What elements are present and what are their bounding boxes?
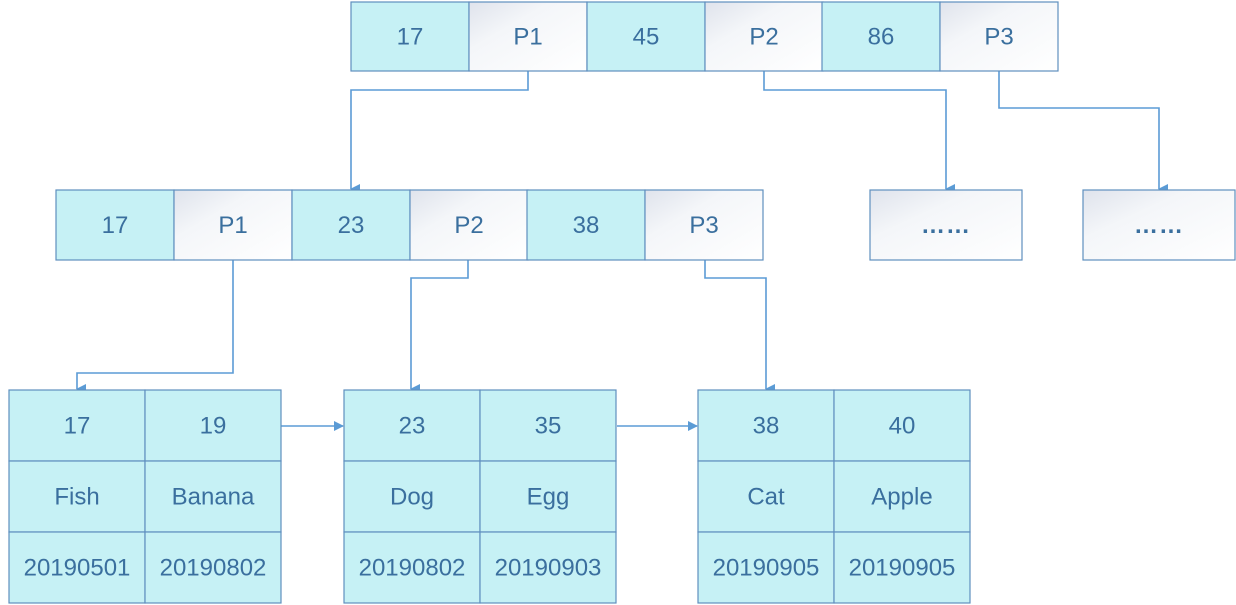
leaf-date-cell-label: 20190905	[713, 555, 820, 582]
root-key-cell-label: 86	[868, 24, 895, 51]
leaf-date-cell-label: 20190903	[495, 555, 602, 582]
leaf-name-cell-box	[479, 460, 617, 533]
internal-key-cell: 38	[526, 189, 646, 261]
leaf-name-cell-box	[8, 460, 146, 533]
leaf-date-cell-box	[697, 531, 835, 604]
leaf-date-cell-box	[8, 531, 146, 604]
leaf-key-cell: 38	[697, 389, 835, 462]
internal-pointer-cell: P2	[409, 189, 529, 261]
leaf-name-cell: Cat	[697, 460, 835, 533]
leaf-name-cell-label: Apple	[871, 484, 932, 511]
leaf-date-cell-label: 20190802	[160, 555, 267, 582]
leaf-key-cell: 35	[479, 389, 617, 462]
placeholder-node-box	[1082, 189, 1236, 261]
arrow-internal-p1-to-leaf	[76, 260, 234, 394]
root-pointer-cell-box	[468, 1, 588, 72]
internal-key-cell: 17	[55, 189, 175, 261]
root-key-cell-label: 17	[397, 24, 424, 51]
leaf-key-cell-label: 40	[889, 413, 916, 440]
leaf-date-cell-box	[479, 531, 617, 604]
arrow-root-p3-to-placeholder	[998, 71, 1168, 194]
root-pointer-cell-box	[939, 1, 1059, 72]
leaf-date-cell: 20190501	[8, 531, 146, 604]
leaf-key-cell: 19	[144, 389, 282, 462]
leaf-key-cell-label: 17	[64, 413, 91, 440]
internal-key-cell-box	[291, 189, 411, 261]
leaf-key-cell: 17	[8, 389, 146, 462]
leaf-name-cell: Egg	[479, 460, 617, 533]
placeholder-node: ……	[869, 189, 1023, 261]
internal-pointer-cell-label: P3	[689, 212, 718, 239]
internal-key-cell-label: 17	[102, 212, 129, 239]
internal-key-cell-label: 23	[338, 212, 365, 239]
leaf-date-cell-label: 20190501	[24, 555, 131, 582]
leaf-date-cell: 20190802	[343, 531, 481, 604]
leaf-date-cell-box	[343, 531, 481, 604]
leaf-key-cell-box	[343, 389, 481, 462]
leaf-key-cell: 40	[833, 389, 971, 462]
internal-key-cell-box	[55, 189, 175, 261]
leaf-key-cell-label: 35	[535, 413, 562, 440]
placeholder-node-label: ……	[921, 212, 971, 239]
internal-key-cell-label: 38	[573, 212, 600, 239]
placeholder-node-box	[869, 189, 1023, 261]
placeholder-node-label: ……	[1134, 212, 1184, 239]
root-key-cell: 45	[586, 1, 706, 72]
leaf-key-cell: 23	[343, 389, 481, 462]
leaf-date-cell: 20190802	[144, 531, 282, 604]
root-key-cell: 17	[350, 1, 470, 72]
root-key-cell-box	[350, 1, 470, 72]
internal-pointer-cell-label: P2	[454, 212, 483, 239]
leaf-key-cell-label: 19	[200, 413, 227, 440]
leaf-name-cell: Banana	[144, 460, 282, 533]
arrow-root-p1-to-internal	[350, 71, 529, 194]
leaf-date-cell-box	[833, 531, 971, 604]
leaf-name-cell: Dog	[343, 460, 481, 533]
root-key-cell: 86	[821, 1, 941, 72]
internal-key-cell-box	[526, 189, 646, 261]
internal-key-cell: 23	[291, 189, 411, 261]
leaf-key-cell-box	[697, 389, 835, 462]
leaf-name-cell-label: Egg	[527, 484, 570, 511]
connectors	[76, 71, 1168, 431]
internal-pointer-cell-label: P1	[218, 212, 247, 239]
leaf-date-cell: 20190905	[833, 531, 971, 604]
leaf-name-cell: Apple	[833, 460, 971, 533]
leaf-name-cell-box	[144, 460, 282, 533]
arrow-internal-p3-to-leaf	[704, 260, 775, 394]
root-pointer-cell-label: P2	[749, 24, 778, 51]
leaf-key-cell-box	[8, 389, 146, 462]
leaf-key-cell-label: 23	[399, 413, 426, 440]
leaf-key-cell-label: 38	[753, 413, 780, 440]
internal-pointer-cell-box	[173, 189, 293, 261]
leaf-date-cell: 20190905	[697, 531, 835, 604]
leaf-date-cell: 20190903	[479, 531, 617, 604]
leaf-name-cell: Fish	[8, 460, 146, 533]
leaf-name-cell-label: Fish	[54, 484, 99, 511]
placeholder-node: ……	[1082, 189, 1236, 261]
leaf-key-cell-box	[144, 389, 282, 462]
leaf-name-cell-label: Cat	[747, 484, 785, 511]
leaf-date-cell-box	[144, 531, 282, 604]
leaf-name-cell-label: Banana	[172, 484, 255, 511]
arrow-root-p2-to-placeholder	[763, 71, 955, 194]
internal-pointer-cell-box	[644, 189, 764, 261]
root-pointer-cell-label: P3	[984, 24, 1013, 51]
leaf-date-cell-label: 20190905	[849, 555, 956, 582]
arrow-internal-p2-to-leaf	[410, 260, 469, 394]
internal-pointer-cell: P1	[173, 189, 293, 261]
root-pointer-cell-label: P1	[513, 24, 542, 51]
leaf-name-cell-label: Dog	[390, 484, 434, 511]
leaf-date-cell-label: 20190802	[359, 555, 466, 582]
root-pointer-cell: P2	[704, 1, 824, 72]
internal-pointer-cell: P3	[644, 189, 764, 261]
root-pointer-cell: P1	[468, 1, 588, 72]
root-pointer-cell: P3	[939, 1, 1059, 72]
root-key-cell-label: 45	[633, 24, 660, 51]
